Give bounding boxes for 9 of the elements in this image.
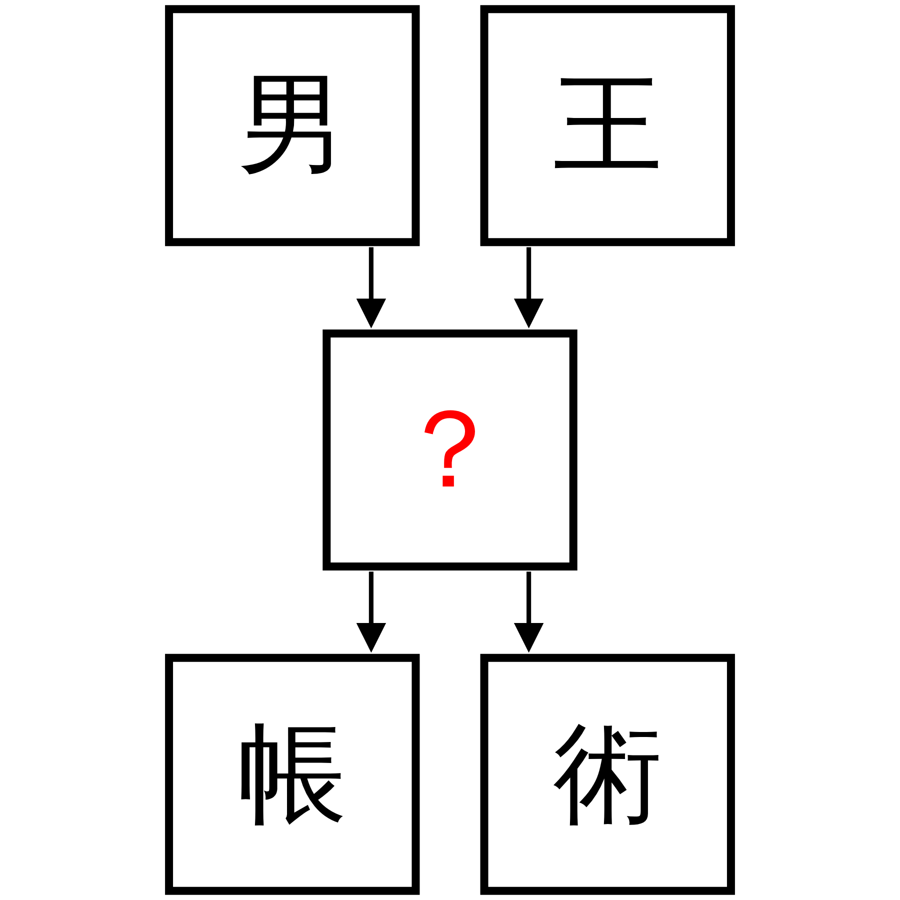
character-box: 男 [165,5,420,246]
arrow [514,247,544,328]
arrow [514,572,544,653]
character-box: 王 [480,5,735,246]
arrow [356,572,386,653]
character-box: ？ [322,330,578,570]
arrow [356,247,386,328]
character-box: 帳 [165,654,420,895]
character-box: 術 [480,654,735,895]
